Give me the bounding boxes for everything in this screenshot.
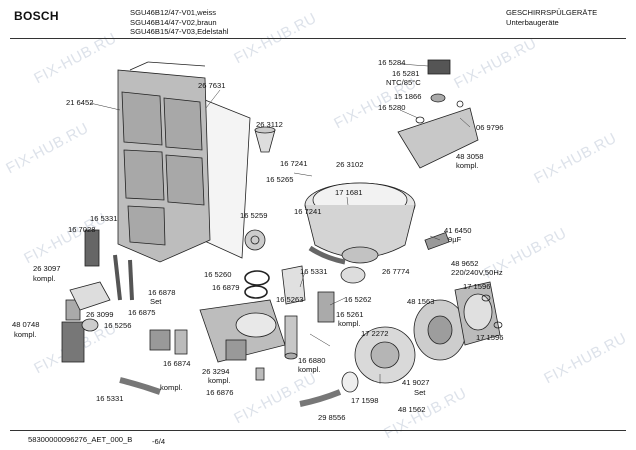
part-label: 06 9796 [476,123,504,132]
part-label: 26 7631 [198,81,226,90]
part-label: Set [414,388,426,397]
part-label: 26 3102 [336,160,364,169]
part-label: 17 1596 [476,333,504,342]
model-line: SGU46B15/47-V03,Edelstahl [130,27,229,36]
part-label: 26 3099 [86,310,114,319]
model-line: SGU46B12/47-V01,weiss [130,8,217,17]
part-label: 16 6875 [128,308,156,317]
part-label: 41 9027 [402,378,430,387]
part-label: kompl. [298,365,321,374]
part-label: kompl. [160,383,183,392]
part-label: 26 7774 [382,267,410,276]
part-label: 26 3097 [33,264,61,273]
document-code: 58300000096276_AET_000_B [28,435,133,444]
part-label: 16 5263 [276,295,304,304]
part-label: kompl. [456,161,479,170]
part-label: 16 5284 [378,58,406,67]
part-label: 29 8556 [318,413,346,422]
part-label: 16 5281 [392,69,420,78]
brand-logo: BOSCH [14,9,59,23]
part-label: 17 1681 [335,188,363,197]
header-rule [10,38,626,39]
part-label: 26 3294 [202,367,230,376]
part-label: 15 1866 [394,92,422,101]
part-label: 16 5259 [240,211,268,220]
part-label: 16 5262 [344,295,372,304]
part-label: 48 1563 [407,297,435,306]
category-block: GESCHIRRSPÜLGERÄTE Unterbaugeräte [506,8,597,27]
part-label: 220/240V,50Hz [451,268,503,277]
part-label: 16 6880 [298,356,326,365]
part-label: 48 3058 [456,152,484,161]
part-label: 17 1598 [351,396,379,405]
part-label: 16 5260 [204,270,232,279]
part-label: 17 1596 [463,282,491,291]
part-label: 16 5331 [90,214,118,223]
part-label: 41 6450 [444,226,472,235]
part-label: 16 6879 [212,283,240,292]
part-label: Set [150,297,162,306]
part-label: 16 5331 [300,267,328,276]
part-label: 16 5261 [336,310,364,319]
part-label: 16 6878 [148,288,176,297]
part-label: 17 2272 [361,329,389,338]
part-label: kompl. [14,330,37,339]
part-label: 48 9652 [451,259,479,268]
part-label: kompl. [33,274,56,283]
part-label: 16 5331 [96,394,124,403]
part-label: 48 1562 [398,405,426,414]
part-label: 9µF [448,235,462,244]
part-label: kompl. [338,319,361,328]
part-label: NTC/85°C [386,78,421,87]
part-label: 21 6452 [66,98,94,107]
part-label: 16 5256 [104,321,132,330]
part-label: 16 6874 [163,359,191,368]
part-label: 16 5280 [378,103,406,112]
part-label: 16 5265 [266,175,294,184]
part-label: kompl. [208,376,231,385]
part-label: 16 6876 [206,388,234,397]
category-subtitle: Unterbaugeräte [506,17,559,27]
category-title: GESCHIRRSPÜLGERÄTE [506,8,598,17]
footer-rule [10,430,626,431]
part-label: 26 3112 [256,120,283,129]
model-list: SGU46B12/47-V01,weiss SGU46B14/47-V02,br… [130,8,228,37]
part-label: 16 7241 [294,207,322,216]
model-line: SGU46B14/47-V02,braun [130,17,217,27]
part-label: 16 7028 [68,225,96,234]
page-number: -6/4 [152,437,166,446]
part-label: 16 7241 [280,159,308,168]
part-label: 48 0748 [12,320,40,329]
